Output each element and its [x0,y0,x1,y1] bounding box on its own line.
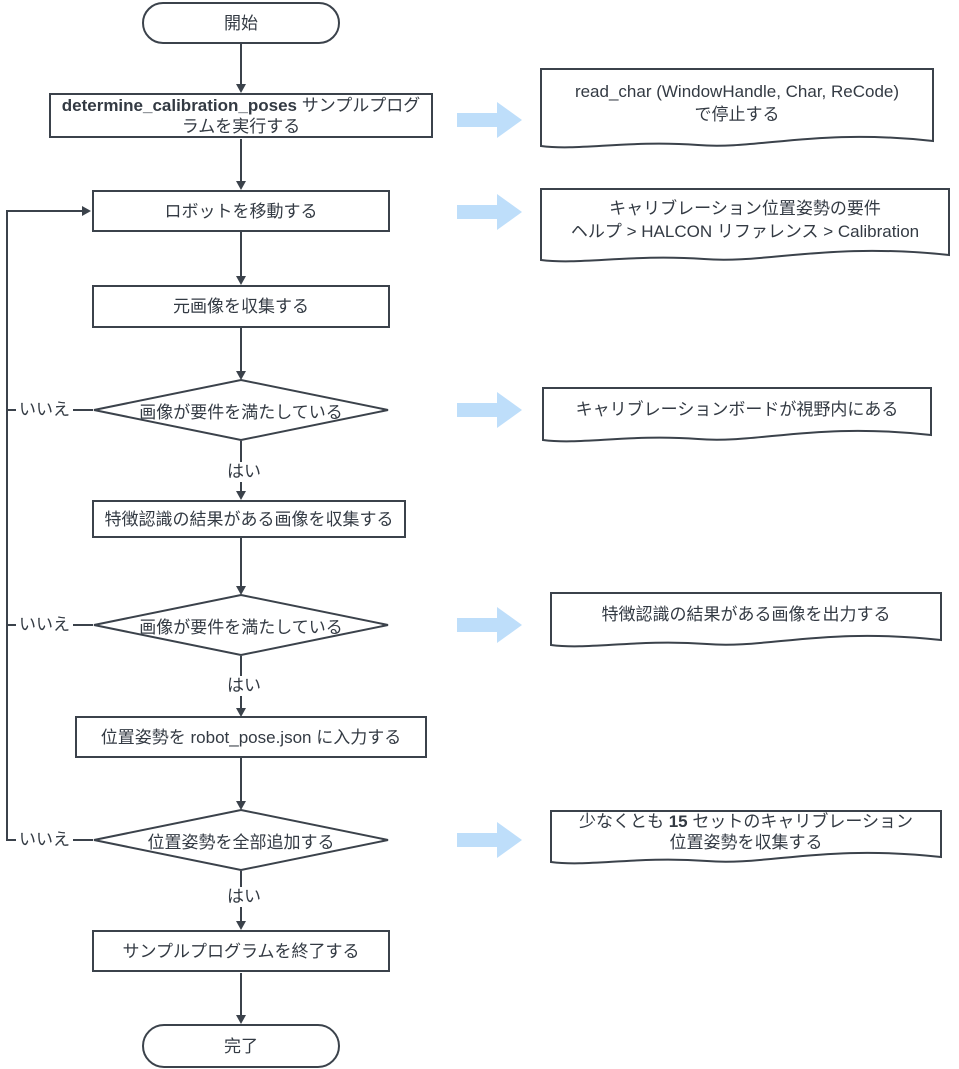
edge-label-yes: はい [224,676,264,696]
process-enter-robot-pose-label: 位置姿勢を robot_pose.json に入力する [100,727,402,747]
callout-arrow-icon [457,821,523,864]
annotation-board-in-view: キャリブレーションボードが視野内にある [542,387,932,446]
decision-all-poses-added: 位置姿勢を全部追加する [92,808,390,872]
arrowhead-down-icon [236,1015,246,1024]
document-shape [550,592,942,648]
process-run-sample-program-code: determine_calibration_poses [61,95,298,115]
process-enter-robot-pose: 位置姿勢を robot_pose.json に入力する [75,716,427,758]
diamond-shape [93,593,389,657]
annotation-output-feature-image-text: 特徴認識の結果がある画像を出力する [550,592,942,651]
annotation-line: 少なくとも 15 セットのキャリブレーション [579,811,913,832]
arrowhead-down-icon [236,84,246,93]
flow-line [240,44,242,85]
edge-label-yes: はい [224,887,264,907]
document-shape [542,387,932,443]
annotation-line: 特徴認識の結果がある画像を出力する [601,605,891,624]
callout-arrow-icon [457,391,523,434]
flow-line [240,758,242,802]
start-node: 開始 [142,2,340,44]
arrowhead-down-icon [236,586,246,595]
annotation-board-in-view-text: キャリブレーションボードが視野内にある [542,387,932,446]
process-move-robot-label: ロボットを移動する [164,201,318,221]
decision-image-meets-requirements-2-label: 画像が要件を満たしている [139,617,343,637]
annotation-line: read_char (WindowHandle, Char, ReCode) [574,82,900,101]
annotation-bold-text: 15 [668,812,688,831]
annotation-collect-15-pose-sets-text: 少なくとも 15 セットのキャリブレーション 位置姿勢を収集する [550,810,942,868]
flow-line [240,232,242,277]
callout-arrow-icon [457,101,523,144]
annotation-line: で停止する [694,105,780,124]
end-node-label: 完了 [224,1036,258,1056]
feedback-loop-line [6,211,8,841]
process-acquire-source-image: 元画像を収集する [92,285,390,328]
annotation-calibration-pose-requirements: キャリブレーション位置姿勢の要件 ヘルプ > HALCON リファレンス > C… [540,188,950,266]
annotation-line: 位置姿勢を収集する [669,833,823,852]
annotation-line: ヘルプ > HALCON リファレンス > Calibration [570,222,920,241]
annotation-line: キャリブレーションボードが視野内にある [575,400,899,419]
process-run-sample-program-label: determine_calibration_poses サンプルプログラムを実行… [54,95,428,137]
diamond-shape [93,808,389,872]
annotation-collect-15-pose-sets: 少なくとも 15 セットのキャリブレーション 位置姿勢を収集する [550,810,942,868]
annotation-read-char-stop: read_char (WindowHandle, Char, ReCode) で… [540,68,934,152]
process-run-sample-program: determine_calibration_poses サンプルプログラムを実行… [49,93,433,138]
arrowhead-down-icon [236,371,246,380]
flow-line [240,973,242,1016]
arrowhead-down-icon [236,708,246,717]
process-exit-sample-program: サンプルプログラムを終了する [92,930,390,972]
process-acquire-source-image-label: 元画像を収集する [173,297,309,316]
process-acquire-feature-image-label: 特徴認識の結果がある画像を収集する [104,509,394,529]
edge-label-no: いいえ [16,400,73,420]
callout-arrow-icon [457,606,523,649]
annotation-text: 少なくとも [578,812,669,831]
flow-line [240,328,242,372]
start-node-label: 開始 [224,13,258,33]
process-exit-sample-program-label: サンプルプログラムを終了する [122,941,360,961]
annotation-text: セットのキャリブレーション [687,812,914,831]
annotation-output-feature-image: 特徴認識の結果がある画像を出力する [550,592,942,651]
document-shape [540,68,934,149]
arrowhead-down-icon [236,276,246,285]
annotation-read-char-stop-text: read_char (WindowHandle, Char, ReCode) で… [540,68,934,152]
flow-line [240,139,242,182]
process-acquire-feature-image: 特徴認識の結果がある画像を収集する [92,500,406,538]
flow-line [240,538,242,587]
document-shape [550,810,942,865]
annotation-line: キャリブレーション位置姿勢の要件 [609,199,881,218]
arrowhead-down-icon [236,921,246,930]
process-run-sample-program-text: サンプルプログラムを実行する [181,95,421,136]
edge-label-no: いいえ [16,615,73,635]
diamond-shape [93,378,389,442]
document-shape [540,188,950,263]
process-move-robot: ロボットを移動する [92,190,390,232]
edge-label-yes: はい [224,462,264,482]
feedback-loop-line [6,210,83,212]
arrowhead-down-icon [236,491,246,500]
decision-all-poses-added-label: 位置姿勢を全部追加する [147,832,335,852]
edge-label-no: いいえ [16,830,73,850]
decision-image-meets-requirements-1: 画像が要件を満たしている [92,378,390,442]
annotation-calibration-pose-requirements-text: キャリブレーション位置姿勢の要件 ヘルプ > HALCON リファレンス > C… [540,188,950,266]
arrowhead-down-icon [236,181,246,190]
decision-image-meets-requirements-1-label: 画像が要件を満たしている [139,402,343,422]
end-node: 完了 [142,1024,340,1068]
callout-arrow-icon [457,193,523,236]
arrowhead-down-icon [236,801,246,810]
decision-image-meets-requirements-2: 画像が要件を満たしている [92,593,390,657]
arrowhead-right-icon [82,206,91,216]
